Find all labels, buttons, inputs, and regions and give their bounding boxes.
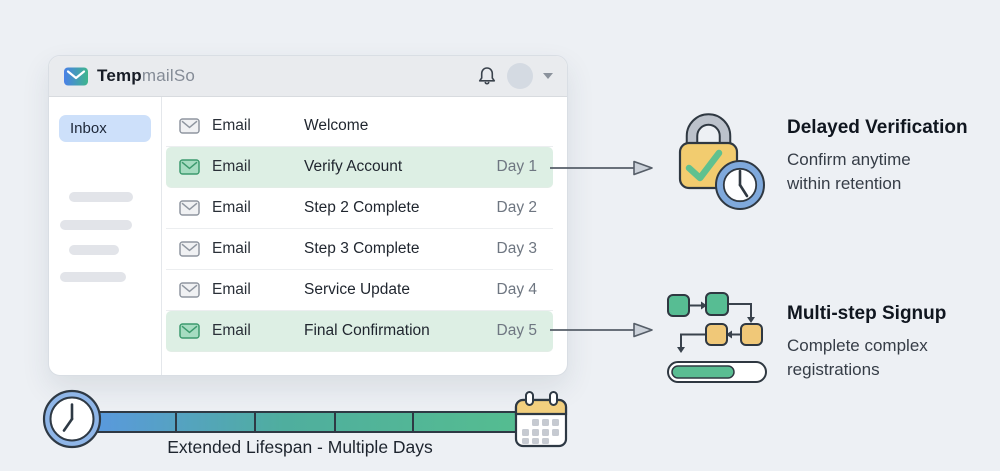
sidebar-item-inbox[interactable]: Inbox [59,115,151,142]
avatar[interactable] [507,63,533,89]
calendar-icon [514,391,568,448]
row-subject: Verify Account [304,158,403,175]
feature-title: Delayed Verification [787,117,968,138]
timeline-caption: Extended Lifespan - Multiple Days [167,437,433,457]
feature-description-line: registrations [787,360,880,379]
row-day: Day 3 [496,240,538,257]
envelope-logo-icon [64,67,88,85]
row-label: Email [212,281,251,298]
row-subject: Step 3 Complete [304,240,420,257]
row-label: Email [212,322,251,339]
timeline-divider [254,413,256,431]
skeleton-bar [60,220,132,230]
row-subject: Service Update [304,281,410,298]
row-day: Day 1 [496,158,538,175]
feature-description-line: within retention [787,174,902,193]
email-list: Email Welcome Email Verify Account Day 1… [161,97,567,375]
sidebar: Inbox [49,97,162,375]
row-day: Day 4 [496,281,538,298]
caret-down-icon[interactable] [543,73,553,79]
email-row-verify-account[interactable]: Email Verify Account Day 1 [166,147,553,188]
feature-description-line: Complete complex [787,336,928,355]
brand-name: TempmailSo [97,66,196,85]
row-label: Email [212,158,251,175]
email-row-step3[interactable]: Email Step 3 Complete Day 3 [166,229,553,270]
envelope-gray-icon [179,282,200,298]
bell-icon[interactable] [477,65,497,87]
envelope-green-icon [179,323,200,339]
row-subject: Step 2 Complete [304,199,420,216]
lifespan-timeline-bar [86,411,526,433]
feature-delayed-verification: Delayed Verification Confirm anytime wit… [787,117,968,196]
inbox-label: Inbox [70,120,107,137]
feature-multi-step-signup: Multi-step Signup Complete complex regis… [787,303,946,382]
flowchart-progress-icon [667,292,767,383]
email-row-service-update[interactable]: Email Service Update Day 4 [166,270,553,311]
app-header: TempmailSo [49,56,567,97]
envelope-gray-icon [179,241,200,257]
row-subject: Welcome [304,117,369,134]
row-label: Email [212,199,251,216]
envelope-gray-icon [179,200,200,216]
skeleton-bar [60,272,126,282]
timeline-divider [412,413,414,431]
email-row-final-confirmation[interactable]: Email Final Confirmation Day 5 [166,311,553,352]
mail-app-window: TempmailSo Inbox [48,55,568,376]
skeleton-bar [69,192,133,202]
email-row-welcome[interactable]: Email Welcome [166,106,553,147]
email-row-step2[interactable]: Email Step 2 Complete Day 2 [166,188,553,229]
timeline-divider [175,413,177,431]
envelope-gray-icon [179,118,200,134]
lock-check-clock-icon [678,113,765,210]
clock-icon [42,389,102,449]
row-label: Email [212,117,251,134]
skeleton-bar [69,245,119,255]
row-day: Day 5 [496,322,538,339]
timeline-divider [334,413,336,431]
envelope-green-icon [179,159,200,175]
row-subject: Final Confirmation [304,322,430,339]
feature-title: Multi-step Signup [787,303,947,324]
feature-description-line: Confirm anytime [787,150,911,169]
row-label: Email [212,240,251,257]
callout-arrow-icon [550,160,653,176]
brand: TempmailSo [63,66,195,87]
row-day: Day 2 [496,199,538,216]
callout-arrow-icon [550,322,653,338]
